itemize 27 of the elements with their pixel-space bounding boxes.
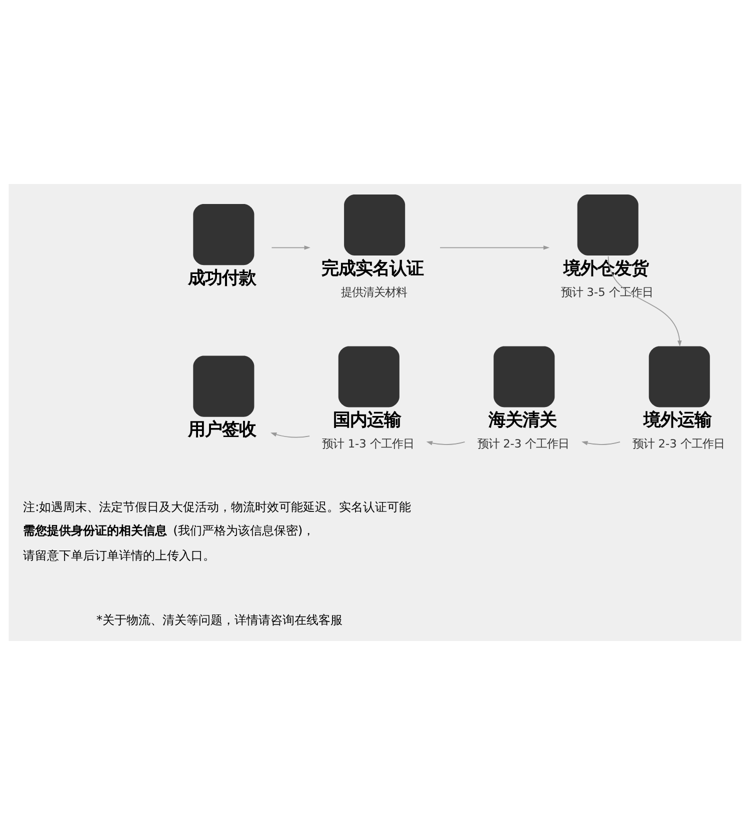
node-label: 国内运输 <box>333 410 402 431</box>
node-label: 预计 3-5 个工作日 <box>561 284 653 299</box>
label: 注:如遇周末、法定节假日及大促活动，物流时效可能延迟。实名认证可能需您提供身份证的相关信息(我们严格为该信息保密)，请留意下单后订单详情的上传入口。 <box>23 500 412 563</box>
node-label: 用户签收 <box>188 420 256 440</box>
arrow <box>271 246 310 250</box>
node-label: 境外仓发货 <box>563 258 648 279</box>
arrow <box>426 441 466 446</box>
label: *关于物流、清关等问题，详情请咨询在线客服 <box>96 613 342 628</box>
node-label: 海关清关 <box>488 410 556 431</box>
node-box <box>193 204 254 266</box>
node-label: 预计 2-3 个工作日 <box>477 436 570 451</box>
node-label: 预计 2-3 个工作日 <box>632 436 724 451</box>
arrow <box>582 441 620 446</box>
node-label: 境外运输 <box>644 410 712 431</box>
node-label: 提供清关材料 <box>340 284 407 299</box>
node-box <box>193 356 254 417</box>
arrow <box>608 256 682 347</box>
node-box <box>577 194 638 256</box>
arrow <box>440 246 550 250</box>
node-box <box>344 194 406 256</box>
node-box <box>648 346 710 408</box>
arrow <box>270 432 310 438</box>
node-label: 预计 1-3 个工作日 <box>322 436 414 451</box>
node-label: 成功付款 <box>188 268 256 288</box>
node-label: 完成实名认证 <box>321 258 424 279</box>
node-box <box>494 346 555 408</box>
node-box <box>338 346 400 408</box>
